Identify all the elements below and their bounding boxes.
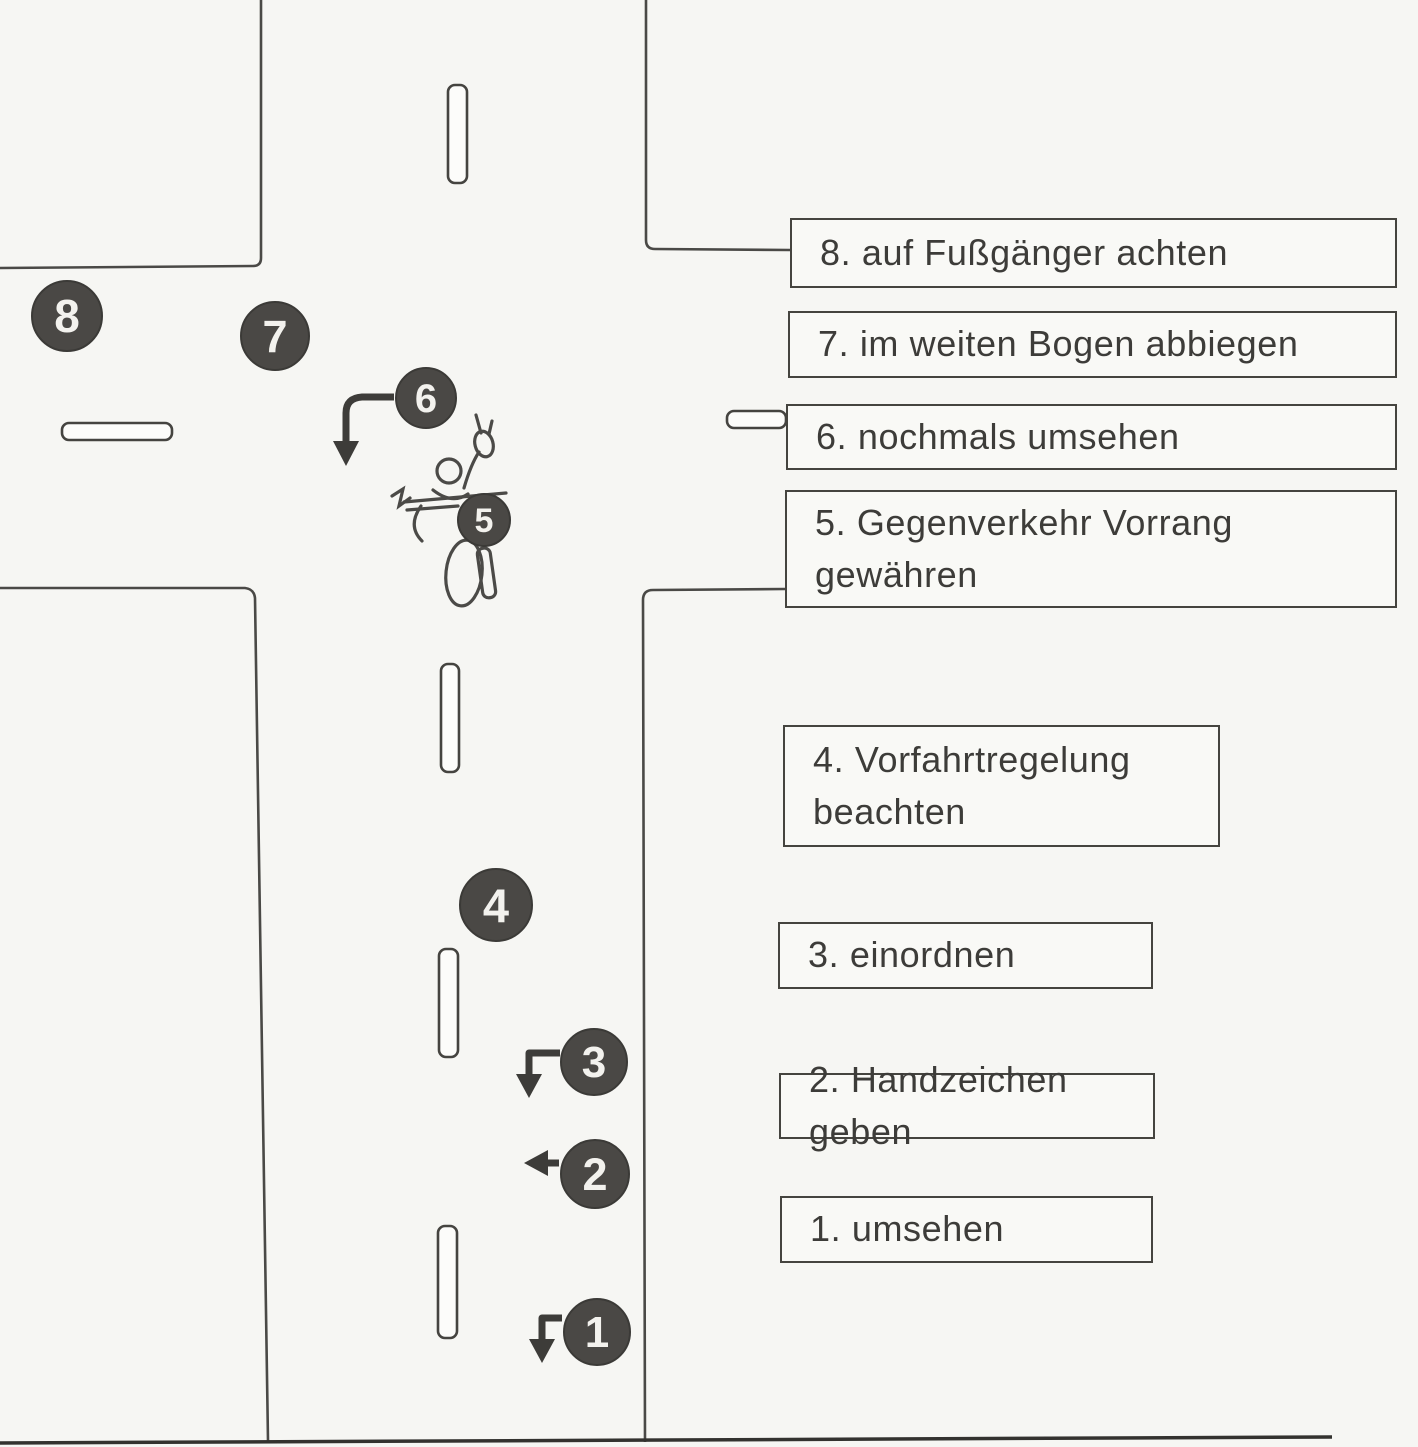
raised-hand: [473, 429, 495, 459]
step-box-5: 5. Gegenverkehr Vorrang gewähren: [785, 490, 1397, 608]
scan-bottom-edge: [0, 1435, 1333, 1445]
step-box-8: 8. auf Fußgänger achten: [790, 218, 1397, 288]
step-box-1: 1. umsehen: [780, 1196, 1153, 1263]
marker-2: 2: [560, 1139, 630, 1209]
step-box-3: 3. einordnen: [778, 922, 1153, 989]
lane-dash-south-1: [439, 662, 461, 774]
svg-text:3: 3: [582, 1038, 606, 1087]
road-edge-top-right: [644, 0, 791, 252]
marker-4: 4: [459, 868, 533, 942]
left-forearm: [412, 504, 424, 543]
svg-text:4: 4: [483, 879, 509, 932]
step-label-1: 1. umsehen: [810, 1208, 1005, 1250]
finger-2: [487, 419, 494, 436]
lane-markings: [60, 83, 788, 1340]
marker-8: 8: [31, 280, 103, 352]
marker-1: 1: [563, 1298, 631, 1366]
step-label-6: 6. nochmals umsehen: [816, 415, 1180, 457]
road-edge-top-left: [0, 0, 263, 270]
step-label-3: 3. einordnen: [808, 934, 1016, 976]
lane-dash-south-2: [437, 947, 460, 1059]
step-box-4: 4. Vorfahrtregelung beachten: [783, 725, 1220, 847]
raised-arm: [462, 450, 481, 490]
road-edge-bottom-right: [641, 587, 786, 1443]
marker-6: 6: [395, 367, 457, 429]
svg-text:7: 7: [262, 311, 287, 362]
step-label-8: 8. auf Fußgänger achten: [820, 231, 1229, 273]
marker-3: 3: [560, 1028, 628, 1096]
step-label-5: 5. Gegenverkehr Vorrang gewähren: [815, 501, 1234, 595]
step-label-4: 4. Vorfahrtregelung beachten: [813, 738, 1131, 832]
svg-text:8: 8: [54, 290, 80, 342]
marker-5: 5: [457, 493, 511, 547]
svg-text:6: 6: [415, 377, 437, 421]
shoulders: [431, 488, 470, 501]
lane-dash-south-3: [436, 1224, 459, 1340]
marker-7: 7: [240, 301, 310, 371]
lane-dash-east: [725, 409, 788, 430]
pannier: [475, 546, 498, 600]
finger-1: [474, 413, 483, 435]
arrow-3: [516, 1049, 560, 1098]
lane-dash-west: [60, 421, 174, 442]
left-hand-scribble: [390, 485, 412, 510]
head: [435, 457, 463, 485]
road-edges: [0, 0, 791, 1443]
svg-text:5: 5: [475, 502, 494, 540]
svg-text:1: 1: [585, 1308, 609, 1357]
step-box-2: 2. Handzeichen geben: [779, 1059, 1155, 1152]
arrow-2: [524, 1150, 559, 1176]
step-box-7: 7. im weiten Bogen abbiegen: [788, 311, 1397, 378]
arrow-1: [529, 1314, 562, 1363]
arrow-6: [333, 393, 394, 466]
lane-dash-north: [446, 83, 469, 185]
road-edge-bottom-left: [0, 586, 270, 1442]
route-markers: 8 7 6 5 4 3 2: [31, 280, 631, 1366]
handlebar-2: [405, 504, 460, 512]
turn-arrows: [333, 393, 562, 1363]
step-box-6: 6. nochmals umsehen: [786, 404, 1397, 470]
step-label-7: 7. im weiten Bogen abbiegen: [818, 323, 1299, 365]
step-label-2: 2. Handzeichen geben: [809, 1058, 1068, 1152]
cyclist-figure: [390, 413, 508, 608]
svg-text:2: 2: [582, 1149, 607, 1200]
